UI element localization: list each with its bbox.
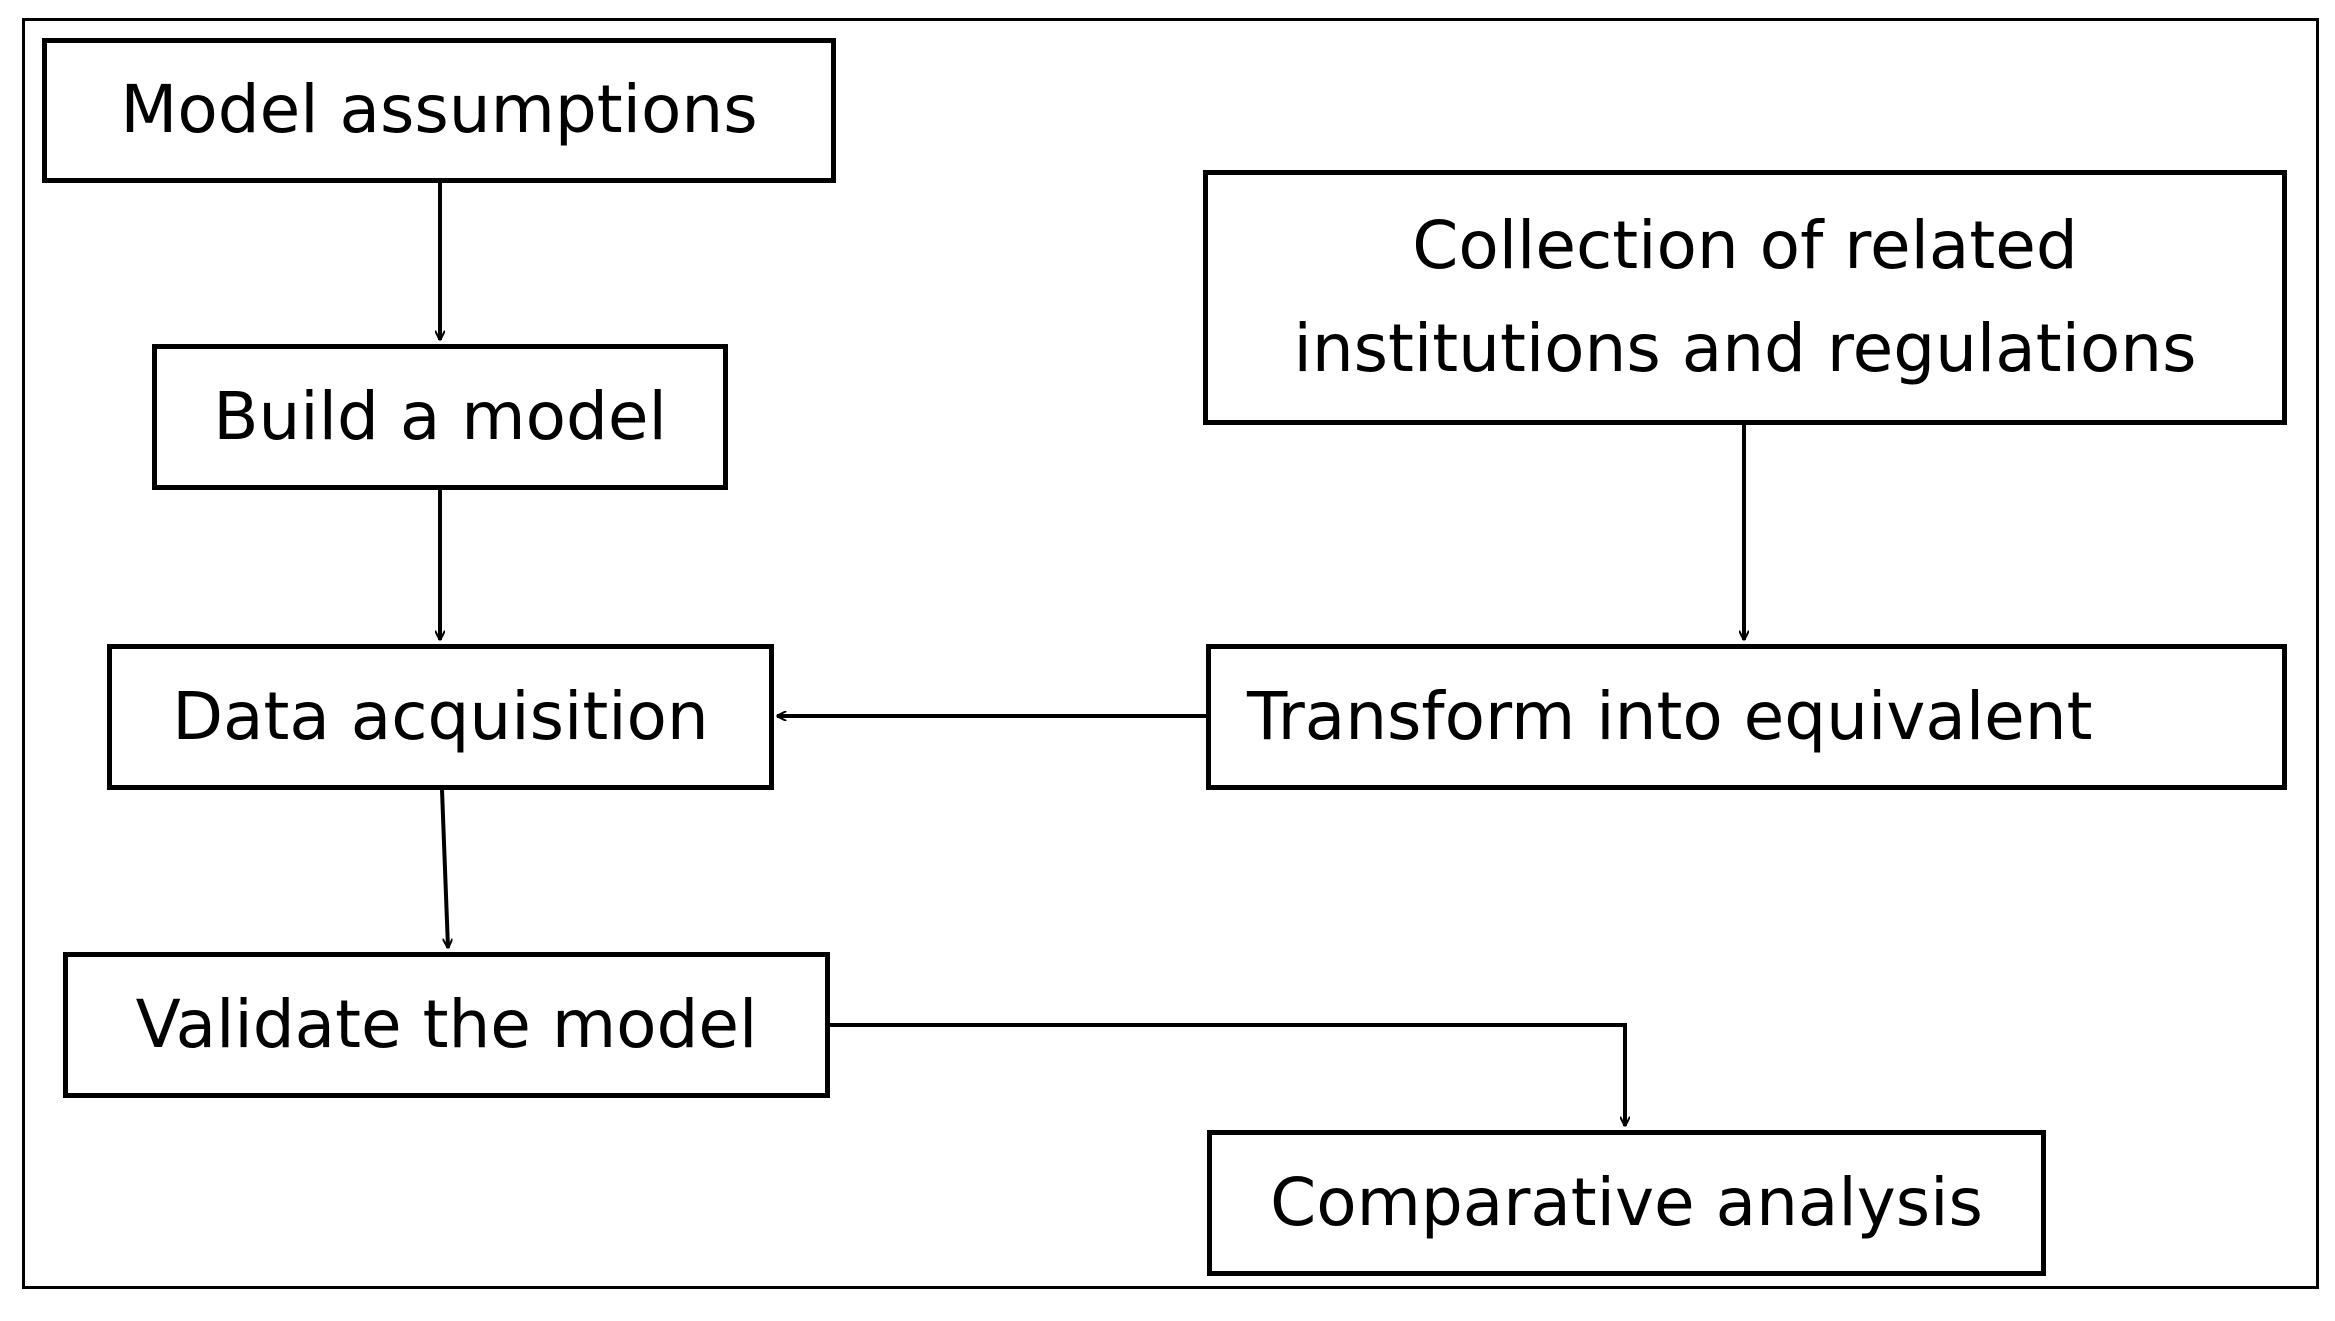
build-model-box: Build a model [152,344,728,490]
collection-box: Collection of related institutions and r… [1203,170,2287,425]
comparative-analysis-label: Comparative analysis [1270,1163,1983,1241]
comparative-analysis-box: Comparative analysis [1207,1130,2046,1276]
collection-label-line1: Collection of related [1412,207,2078,285]
validate-model-box: Validate the model [63,952,830,1098]
model-assumptions-box: Model assumptions [42,38,836,183]
transform-box: Transform into equivalent [1206,644,2287,790]
collection-label-line2: institutions and regulations [1293,309,2197,387]
collection-label: Collection of related institutions and r… [1293,195,2196,400]
data-acquisition-label: Data acquisition [172,677,709,755]
validate-model-label: Validate the model [135,985,758,1063]
transform-label: Transform into equivalent [1247,677,2093,755]
arrow-data-to-validate [440,789,448,948]
build-model-label: Build a model [213,377,667,455]
data-acquisition-box: Data acquisition [107,644,774,790]
arrow-validate-to-comparative [830,1023,1625,1126]
model-assumptions-label: Model assumptions [120,71,758,149]
